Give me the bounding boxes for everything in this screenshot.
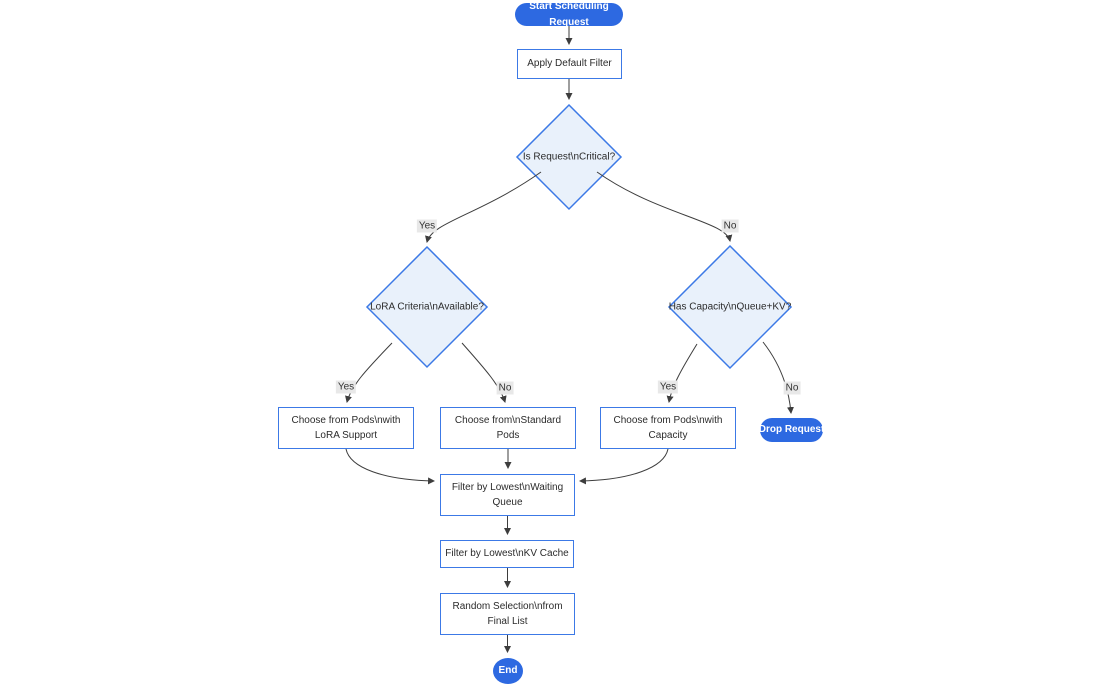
edge-label-lora-no: No (496, 381, 514, 395)
node-start: Start Scheduling Request (515, 1, 623, 28)
node-random-selection: Random Selection\nfrom Final List (440, 593, 575, 635)
node-apply-default-filter: Apply Default Filter (517, 49, 622, 79)
node-filter-kv-cache: Filter by Lowest\nKV Cache (440, 540, 574, 568)
edge-critical-no (596, 171, 733, 243)
edge-capacity-yes (666, 343, 698, 404)
node-end: End (493, 658, 523, 684)
node-choose-capacity-pods: Choose from Pods\nwith Capacity (600, 407, 736, 449)
edge-lora-no (461, 342, 507, 404)
node-has-capacity-shape (667, 244, 793, 370)
edge-lorapods-to-filterqueue (345, 448, 436, 485)
edge-capacitypods-to-filterqueue (578, 448, 669, 485)
node-lora-criteria-shape (365, 245, 489, 369)
edge-lora-yes (345, 342, 393, 404)
edge-label-critical-no: No (721, 219, 739, 233)
edge-label-lora-yes: Yes (335, 380, 357, 394)
edge-critical-yes (425, 171, 542, 244)
node-filter-waiting-queue: Filter by Lowest\nWaiting Queue (440, 474, 575, 516)
edge-capacity-no (762, 341, 794, 415)
edge-label-critical-yes: Yes (416, 219, 438, 233)
node-drop-request: Drop Request (759, 418, 824, 442)
node-lora-criteria: LoRA Criteria\nAvailable? (370, 301, 484, 313)
edge-label-capacity-no: No (783, 381, 801, 395)
edge-label-capacity-yes: Yes (657, 380, 679, 394)
node-is-critical-shape (515, 103, 623, 211)
node-is-critical: Is Request\nCritical? (522, 151, 616, 163)
node-has-capacity: Has Capacity\nQueue+KV? (668, 301, 792, 313)
node-choose-lora-pods: Choose from Pods\nwith LoRA Support (278, 407, 414, 449)
node-choose-standard-pods: Choose from\nStandard Pods (440, 407, 576, 449)
